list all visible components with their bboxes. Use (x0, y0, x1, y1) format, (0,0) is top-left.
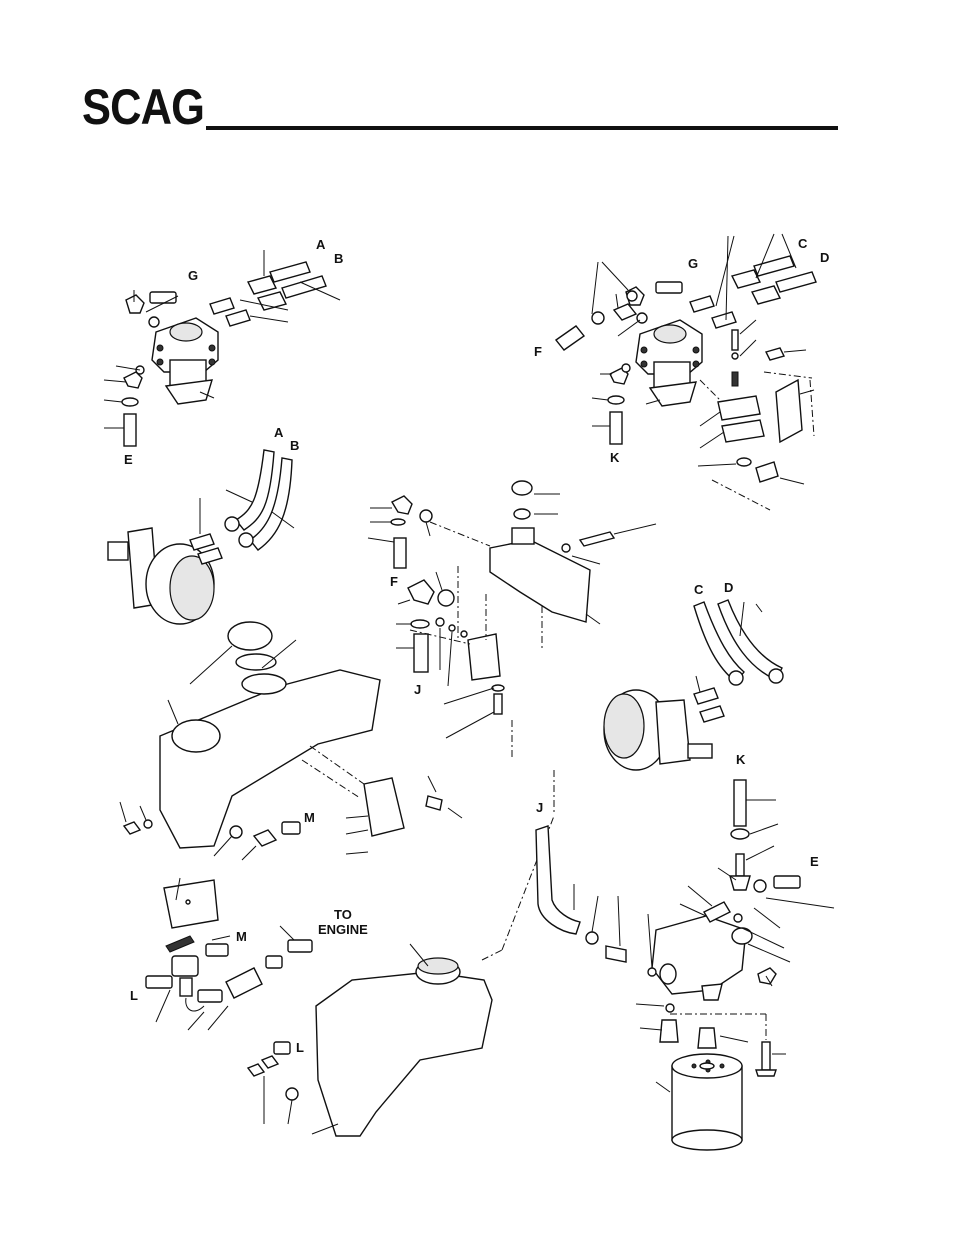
label-j-right: J (536, 800, 543, 815)
bottom-reservoir (248, 958, 492, 1136)
label-b-motor: B (290, 438, 299, 453)
center-expansion-tank (490, 481, 614, 622)
center-tank-bracket (468, 634, 504, 714)
label-a-top: A (316, 237, 326, 252)
left-pump-callouts (104, 250, 340, 428)
left-fuel-tank (160, 622, 380, 848)
fuel-shutoff-valve (146, 936, 228, 996)
label-b-top: B (334, 251, 343, 266)
filter-head-dashed (670, 1014, 766, 1040)
left-tank-bracket (302, 746, 404, 836)
center-fittings (391, 496, 467, 672)
label-g-left: G (188, 268, 198, 283)
label-e-right: E (810, 854, 819, 869)
oil-filter (672, 1054, 742, 1150)
left-pump-assembly (152, 318, 218, 404)
label-m-upper: M (304, 810, 315, 825)
label-c-motor: C (694, 582, 704, 597)
right-motor-hoses (694, 600, 783, 722)
label-j-center: J (414, 682, 421, 697)
label-g-right: G (688, 256, 698, 271)
hose-j-right (536, 826, 580, 934)
right-pump-callouts (592, 234, 814, 484)
right-wheel-motor (604, 690, 712, 770)
to-engine-note-line1: TO (334, 907, 352, 922)
label-a-motor: A (274, 425, 284, 440)
right-pump-bracket (700, 372, 814, 510)
to-engine-note-line2: ENGINE (318, 922, 368, 937)
label-c-top: C (798, 236, 808, 251)
left-motor-hoses (190, 450, 292, 564)
label-d-top: D (820, 250, 829, 265)
right-pump-assembly (636, 320, 702, 406)
fuel-valve-bracket (164, 880, 218, 928)
label-m-lower: M (236, 929, 247, 944)
label-l-bottom: L (296, 1040, 304, 1055)
label-k-upper: K (610, 450, 620, 465)
label-k-lower: K (736, 752, 746, 767)
label-e-left: E (124, 452, 133, 467)
filter-head (652, 916, 752, 1000)
label-f-center: F (390, 574, 398, 589)
label-f-right: F (534, 344, 542, 359)
label-d-motor: D (724, 580, 733, 595)
label-l-left: L (130, 988, 138, 1003)
